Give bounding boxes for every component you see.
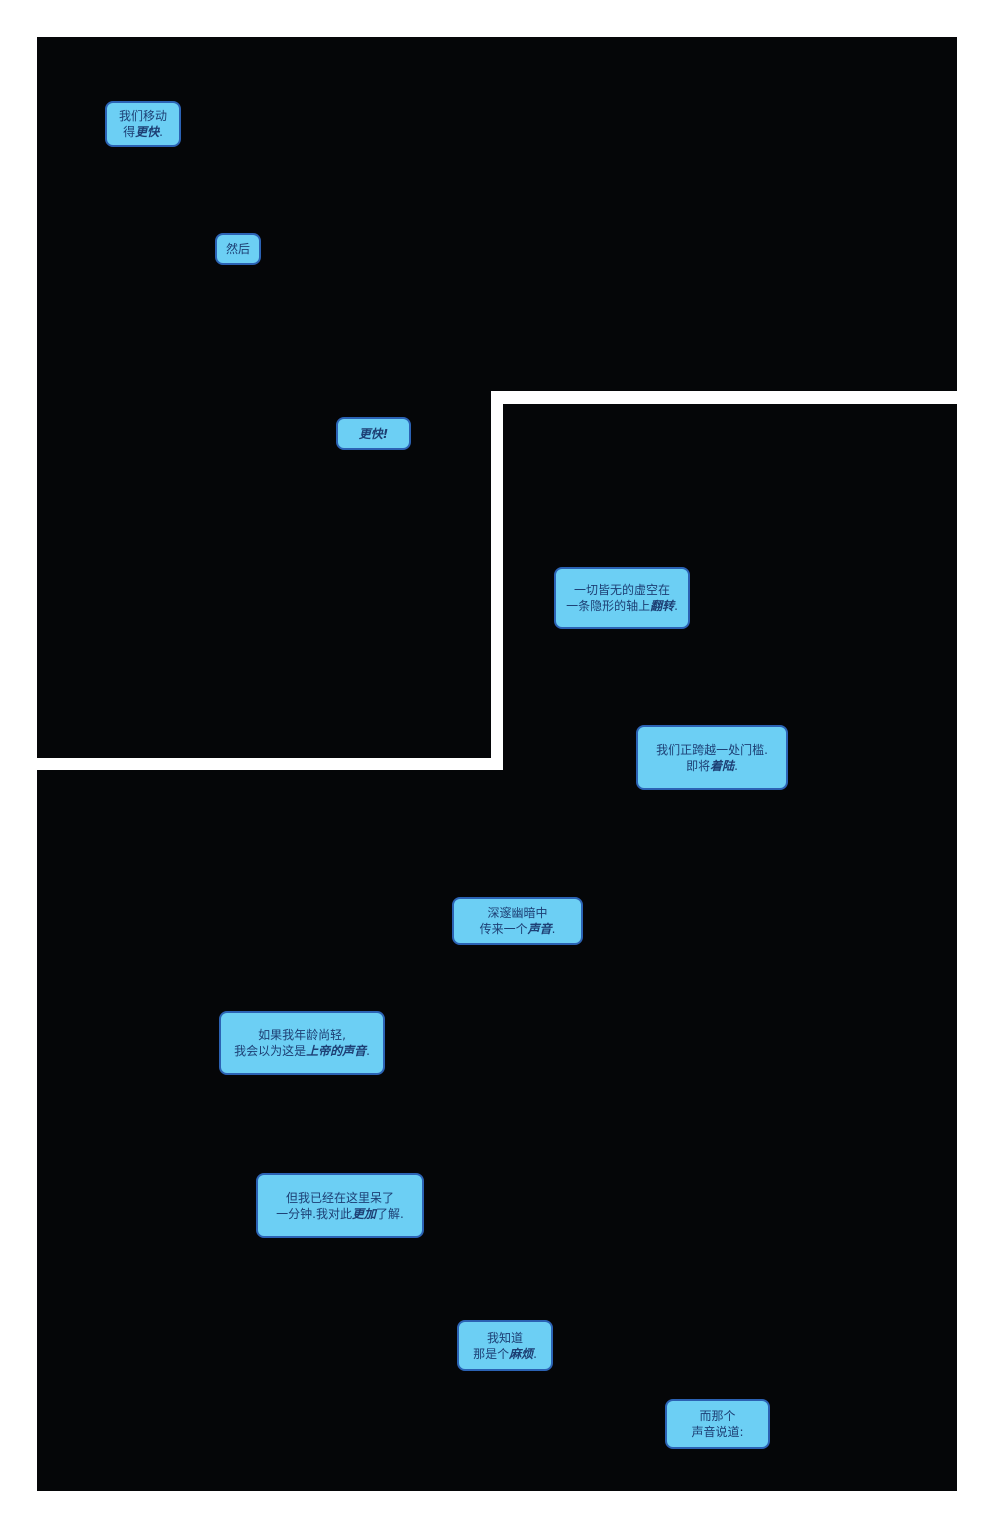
caption-box: 一切皆无的虚空在一条隐形的轴上翻转. (554, 567, 690, 629)
caption-box: 而那个声音说道: (665, 1399, 770, 1449)
caption-box: 如果我年龄尚轻,我会以为这是上帝的声音. (219, 1011, 385, 1075)
caption-text: 即将 (686, 758, 711, 773)
caption-line: 我会以为这是上帝的声音. (234, 1043, 370, 1059)
caption-line: 我知道 (487, 1330, 523, 1346)
caption-box: 但我已经在这里呆了一分钟.我对此更加了解. (256, 1173, 424, 1238)
caption-text: 一条隐形的轴上 (566, 599, 651, 613)
caption-text: . (674, 599, 678, 613)
caption-line: 那是个麻烦. (473, 1346, 537, 1362)
caption-line: 一条隐形的轴上翻转. (566, 598, 678, 614)
caption-text: . (533, 1346, 537, 1361)
caption-emphasis: 麻烦 (509, 1346, 534, 1361)
caption-text: 传来一个 (479, 922, 528, 936)
caption-text: 我知道 (486, 1330, 523, 1345)
caption-line: 如果我年龄尚轻, (258, 1027, 346, 1043)
caption-box: 我知道那是个麻烦. (457, 1320, 553, 1371)
caption-text: . (366, 1044, 370, 1058)
caption-line: 一分钟.我对此更加了解. (276, 1206, 404, 1222)
panel-top-left-extension (37, 391, 491, 758)
caption-line: 一切皆无的虚空在 (574, 582, 670, 598)
caption-line: 声音说道: (691, 1424, 743, 1440)
caption-text: 如果我年龄尚轻, (258, 1028, 346, 1042)
caption-line: 我们移动 (119, 108, 167, 124)
caption-line: 深邃幽暗中 (487, 905, 547, 921)
caption-emphasis: 着陆 (710, 758, 735, 773)
caption-line: 传来一个声音. (480, 921, 556, 937)
panel-top (37, 37, 957, 391)
caption-emphasis: 翻转 (650, 599, 675, 613)
caption-emphasis: 更快! (358, 426, 389, 441)
caption-line: 即将着陆. (686, 758, 738, 774)
caption-text: 而那个 (699, 1409, 736, 1423)
caption-text: 声音说道: (691, 1425, 744, 1439)
caption-line: 更快! (359, 426, 388, 442)
caption-text: 那是个 (473, 1346, 510, 1361)
caption-text: 一切皆无的虚空在 (573, 583, 670, 597)
caption-line: 我们正跨越一处门槛. (656, 742, 768, 758)
caption-text: 了解. (376, 1206, 404, 1221)
caption-text: 我们移动 (118, 109, 167, 123)
caption-emphasis: 更快 (135, 125, 160, 139)
caption-text: 然后 (225, 242, 250, 256)
caption-emphasis: 上帝的声音 (306, 1044, 367, 1058)
caption-box: 然后 (215, 233, 261, 265)
caption-line: 然后 (226, 241, 250, 257)
caption-text: 我们正跨越一处门槛. (656, 742, 768, 757)
caption-text: 深邃幽暗中 (487, 906, 548, 920)
caption-box: 我们移动得更快. (105, 101, 181, 147)
caption-text: 我会以为这是 (234, 1044, 307, 1058)
caption-text: 得 (123, 125, 136, 139)
caption-text: . (551, 922, 556, 936)
caption-text: 但我已经在这里呆了 (285, 1190, 394, 1205)
caption-line: 但我已经在这里呆了 (286, 1190, 394, 1206)
caption-text: . (734, 758, 738, 773)
caption-text: . (159, 125, 163, 139)
caption-box: 深邃幽暗中传来一个声音. (452, 897, 583, 945)
caption-emphasis: 更加 (351, 1206, 376, 1221)
caption-emphasis: 声音 (527, 922, 552, 936)
panel-bottom (37, 770, 957, 1491)
caption-box: 更快! (336, 417, 411, 450)
caption-box: 我们正跨越一处门槛.即将着陆. (636, 725, 788, 790)
caption-line: 而那个 (699, 1408, 735, 1424)
caption-text: 一分钟.我对此 (276, 1206, 352, 1221)
caption-line: 得更快. (123, 124, 163, 140)
